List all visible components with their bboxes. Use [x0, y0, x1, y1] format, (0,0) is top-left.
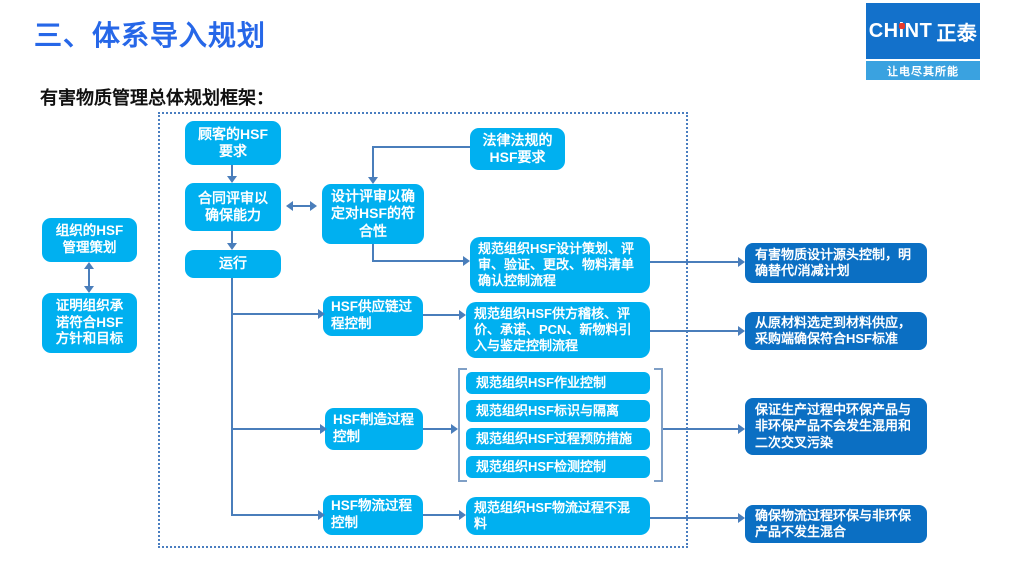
line-law-vertical — [372, 146, 374, 178]
arrowhead-org-up — [84, 262, 94, 269]
line-design-right — [372, 260, 463, 262]
line-run-trunk — [231, 278, 233, 516]
line-logistics-process — [423, 514, 459, 516]
logo-text-cn: 正泰 — [936, 22, 978, 45]
box-supplier-process: 规范组织HSF供方稽核、评价、承诺、PCN、新物料引入与鉴定控制流程 — [466, 302, 650, 358]
line-branch-mfg — [231, 428, 320, 430]
box-hsf-logistics-control: HSF物流过程控制 — [323, 495, 423, 535]
box-contract-review: 合同评审以确保能力 — [185, 183, 281, 231]
arrowhead-designprocess-goal — [738, 257, 745, 267]
box-goal-design-source-control: 有害物质设计源头控制，明确替代/消减计划 — [745, 243, 927, 283]
arrowhead-branch-supply — [318, 309, 325, 319]
line-designprocess-goal — [650, 261, 738, 263]
arrowhead-logisticsprocess-goal — [738, 513, 745, 523]
box-customer-hsf-requirements: 顾客的HSF要求 — [185, 121, 281, 165]
box-hsf-manufacturing-control: HSF制造过程控制 — [325, 408, 423, 450]
arrowhead-design-contract — [286, 201, 293, 211]
arrowhead-branch-logistics — [318, 510, 325, 520]
line-branch-supply — [231, 313, 318, 315]
logo-red-dot-icon — [898, 22, 905, 29]
line-supply-process — [423, 314, 459, 316]
arrowhead-supply-process — [459, 310, 466, 320]
box-mfg-test-control: 规范组织HSF检测控制 — [466, 456, 650, 478]
group-bracket-left — [458, 368, 467, 482]
arrowhead-group-goal — [738, 424, 745, 434]
box-design-review: 设计评审以确定对HSF的符合性 — [322, 184, 424, 244]
page-title: 三、体系导入规划 — [34, 20, 267, 51]
arrowhead-contract-design — [310, 201, 317, 211]
logo-letter-i: i — [898, 19, 905, 42]
line-org-vertical — [88, 267, 90, 288]
line-design-down — [372, 244, 374, 262]
arrowhead-customer-contract — [227, 176, 237, 183]
arrowhead-org-down — [84, 286, 94, 293]
line-logisticsprocess-goal — [650, 517, 738, 519]
box-mfg-prevention: 规范组织HSF过程预防措施 — [466, 428, 650, 450]
box-org-commitment: 证明组织承诺符合HSF方针和目标 — [42, 293, 137, 353]
arrowhead-design-process — [463, 256, 470, 266]
box-legal-hsf-requirements: 法律法规的HSF要求 — [470, 128, 565, 170]
box-goal-logistics-no-mix: 确保物流过程环保与非环保产品不发生混合 — [745, 505, 927, 543]
logo-text-nt: NT — [904, 19, 933, 42]
box-design-process: 规范组织HSF设计策划、评审、验证、更改、物料清单确认控制流程 — [470, 237, 650, 293]
arrowhead-supplierprocess-goal — [738, 326, 745, 336]
arrowhead-mfg-group — [451, 424, 458, 434]
logo-text-ch: CH — [868, 19, 899, 42]
box-org-hsf-plan: 组织的HSF管理策划 — [42, 218, 137, 262]
logo-slogan: 让电尽其所能 — [866, 61, 980, 80]
arrowhead-branch-mfg — [320, 424, 327, 434]
line-supplierprocess-goal — [650, 330, 738, 332]
box-goal-procurement-hsf: 从原材料选定到材料供应，采购端确保符合HSF标准 — [745, 312, 927, 350]
group-bracket-right — [654, 368, 663, 482]
slide-subtitle: 有害物质管理总体规划框架： — [40, 88, 274, 108]
line-contract-run — [231, 231, 233, 243]
box-goal-no-cross-contamination: 保证生产过程中环保产品与非环保产品不会发生混用和二次交叉污染 — [745, 398, 927, 455]
line-contract-design — [292, 205, 311, 207]
box-mfg-work-control: 规范组织HSF作业控制 — [466, 372, 650, 394]
arrowhead-logistics-process — [459, 510, 466, 520]
arrowhead-law-design — [368, 177, 378, 184]
line-branch-logistics — [231, 514, 318, 516]
line-group-goal — [663, 428, 738, 430]
line-customer-contract — [231, 165, 233, 177]
box-logistics-process: 规范组织HSF物流过程不混料 — [466, 497, 650, 535]
box-mfg-mark-isolation: 规范组织HSF标识与隔离 — [466, 400, 650, 422]
line-law-horizontal — [372, 146, 470, 148]
line-mfg-group — [423, 428, 451, 430]
arrowhead-contract-run — [227, 243, 237, 250]
box-run: 运行 — [185, 250, 281, 278]
box-hsf-supply-chain-control: HSF供应链过程控制 — [323, 296, 423, 336]
